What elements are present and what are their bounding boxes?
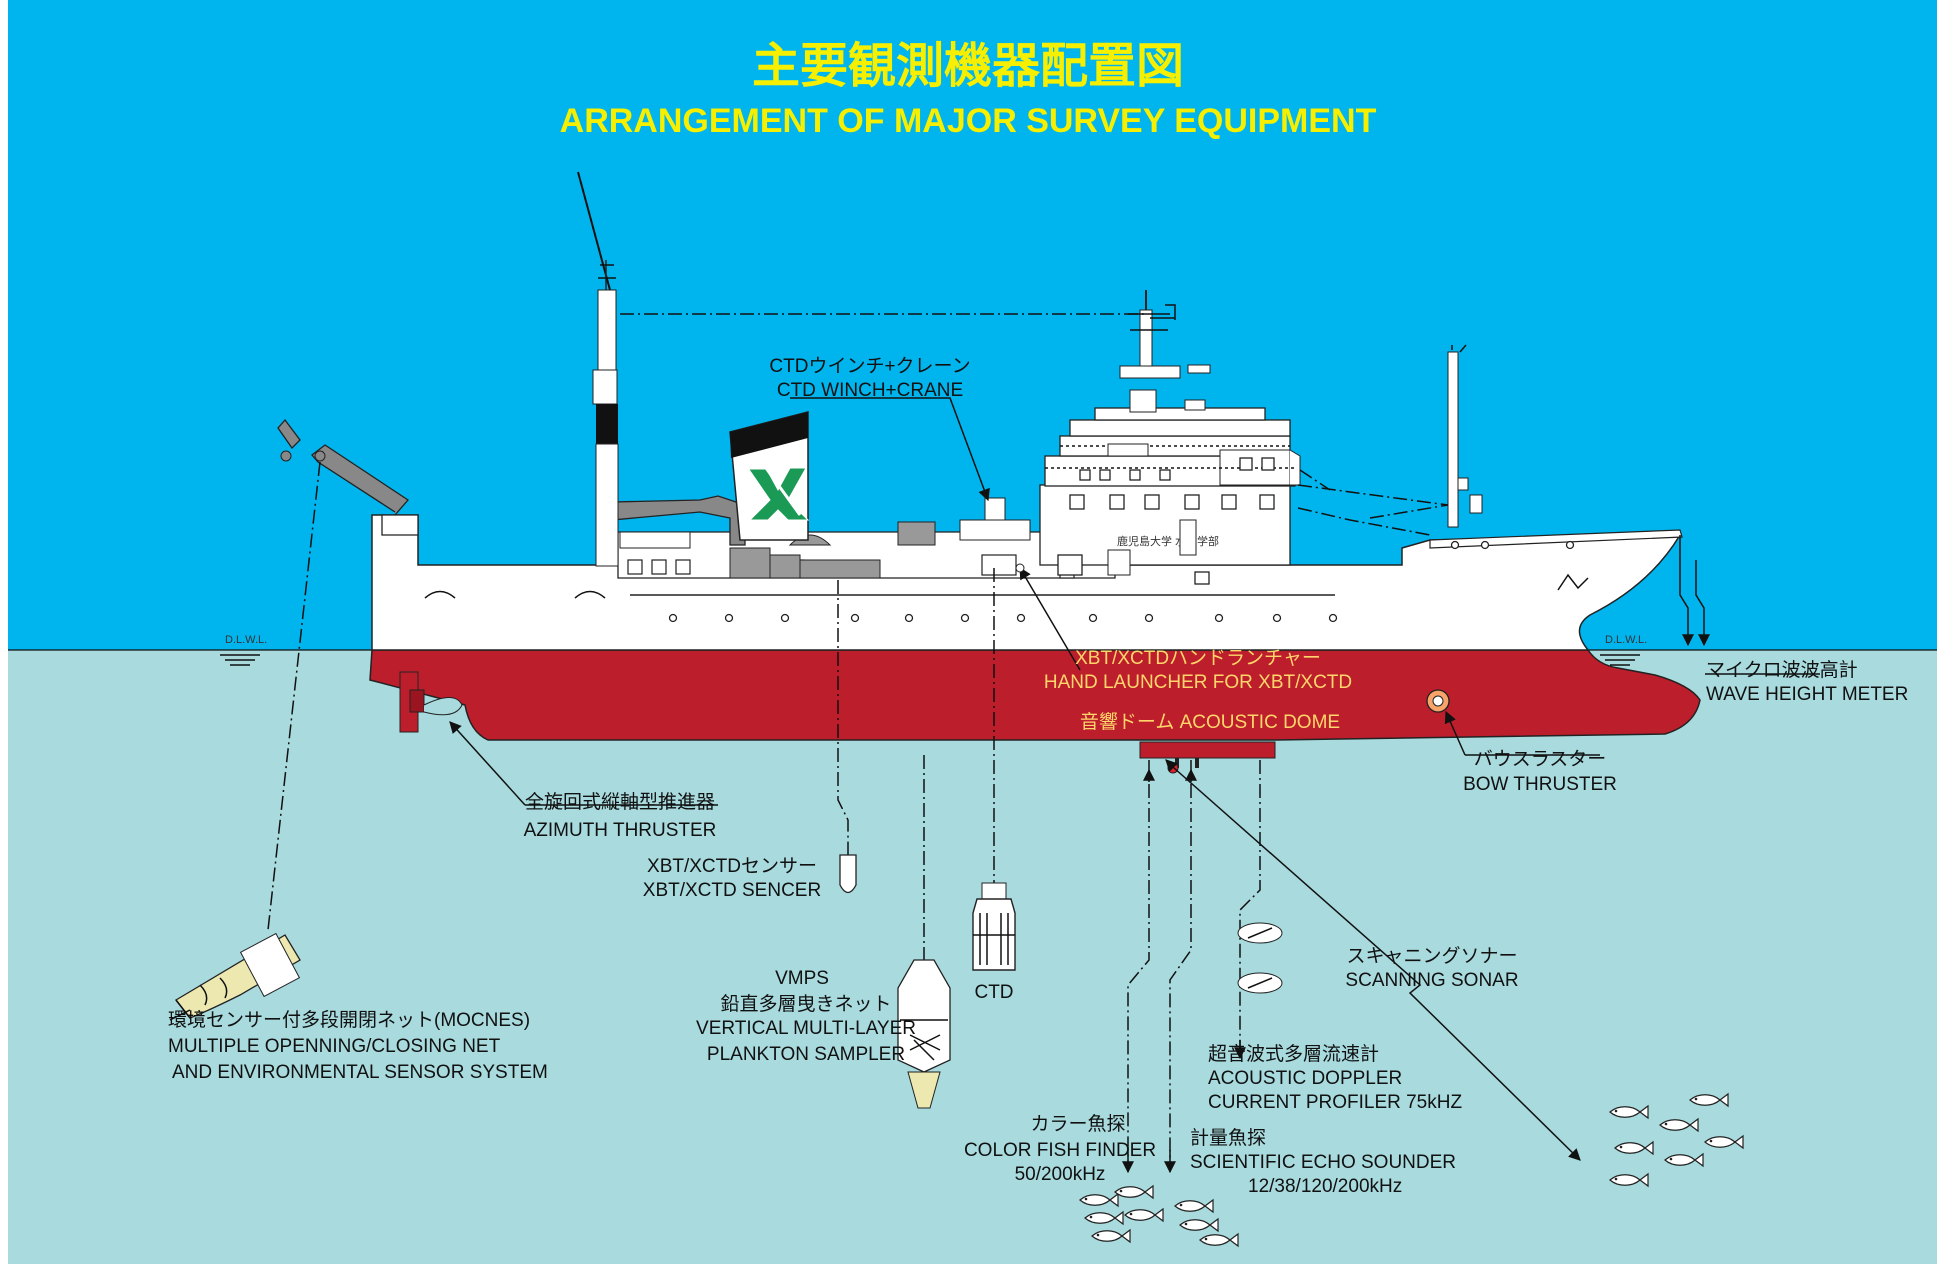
aft-mast — [577, 171, 619, 567]
svg-text:AZIMUTH THRUSTER: AZIMUTH THRUSTER — [524, 820, 717, 841]
acoustic-dome — [1139, 741, 1276, 759]
dlwl-stern: D.L.W.L. — [220, 634, 267, 666]
svg-text:計量魚探: 計量魚探 — [1190, 1127, 1266, 1149]
xbt-line — [837, 580, 849, 855]
color-ff-beam — [1127, 760, 1150, 1165]
svg-text:超音波式多層流速計: 超音波式多層流速計 — [1208, 1043, 1379, 1065]
svg-text:WAVE HEIGHT METER: WAVE HEIGHT METER — [1706, 684, 1908, 705]
vmps-net — [897, 959, 951, 1109]
svg-text:AND ENVIRONMENTAL SENSOR SYSTE: AND ENVIRONMENTAL SENSOR SYSTEM — [172, 1062, 548, 1083]
rail-1 — [619, 531, 691, 549]
stern-crane-arm — [311, 444, 409, 516]
svg-text:SCANNING SONAR: SCANNING SONAR — [1345, 970, 1518, 991]
label-vmps: VMPS 鉛直多層曳きネット VERTICAL MULTI-LAYER PLAN… — [696, 968, 916, 1065]
svg-text:SCIENTIFIC ECHO SOUNDER: SCIENTIFIC ECHO SOUNDER — [1190, 1152, 1456, 1173]
white-margin-left — [0, 0, 8, 1272]
mocnes-leader — [169, 1009, 191, 1021]
xbt-sensor — [839, 854, 857, 894]
label-color-ff: カラー魚探 COLOR FISH FINDER 50/200kHz — [964, 1113, 1156, 1185]
funnel-top — [730, 412, 808, 458]
ship: 鹿児島大学 水産学部 — [277, 171, 1701, 774]
azimuth-leader — [450, 722, 718, 806]
mocnes-tow-line — [267, 461, 321, 931]
wave-meter-beam — [1679, 535, 1694, 647]
svg-text:50/200kHz: 50/200kHz — [1015, 1164, 1106, 1185]
ctd-crane — [611, 495, 746, 546]
mocnes-net — [175, 932, 301, 1019]
svg-text:カラー魚探: カラー魚探 — [1030, 1113, 1125, 1135]
svg-text:CTD WINCH+CRANE: CTD WINCH+CRANE — [777, 380, 963, 401]
label-bow-thruster: バウスラスター BOW THRUSTER — [1463, 748, 1617, 795]
winch-box — [897, 521, 936, 546]
label-mocnes: 環境センサー付多段開閉ネット(MOCNES) MULTIPLE OPENNING… — [168, 1009, 548, 1083]
forecastle — [1429, 529, 1683, 549]
label-xbt-sensor: XBT/XCTDセンサー XBT/XCTD SENCER — [643, 856, 821, 901]
svg-text:D.L.W.L.: D.L.W.L. — [225, 634, 267, 646]
label-acoustic-dome: 音響ドーム ACOUSTIC DOME — [1080, 711, 1340, 733]
sonar-beam — [1173, 767, 1581, 1161]
label-echo: 計量魚探 SCIENTIFIC ECHO SOUNDER 12/38/120/2… — [1190, 1127, 1456, 1197]
svg-text:CTDウインチ+クレーン: CTDウインチ+クレーン — [769, 355, 970, 377]
label-sonar: スキャニングソナー SCANNING SONAR — [1345, 945, 1518, 991]
xbt-launcher-leader — [1019, 566, 1081, 671]
svg-text:スキャニングソナー: スキャニングソナー — [1346, 945, 1517, 967]
ctd-winch-leader — [790, 397, 990, 502]
gray-box-3 — [799, 559, 881, 579]
echo-beam — [1169, 760, 1192, 1168]
bow-thruster — [1426, 689, 1450, 713]
svg-text:HAND LAUNCHER FOR XBT/XCTD: HAND LAUNCHER FOR XBT/XCTD — [1044, 672, 1352, 693]
svg-text:VERTICAL MULTI-LAYER: VERTICAL MULTI-LAYER — [696, 1018, 916, 1039]
label-ctd-winch: CTDウインチ+クレーン CTD WINCH+CRANE — [769, 355, 970, 401]
svg-text:マイクロ波波高計: マイクロ波波高計 — [1706, 659, 1858, 681]
anchor-mark — [1557, 573, 1589, 591]
svg-text:MULTIPLE OPENNING/CLOSING NET: MULTIPLE OPENNING/CLOSING NET — [168, 1036, 501, 1057]
svg-text:BOW THRUSTER: BOW THRUSTER — [1463, 774, 1617, 795]
svg-text:XBT/XCTD SENCER: XBT/XCTD SENCER — [643, 880, 821, 901]
adcp-ellipses — [1237, 922, 1283, 994]
stern-fairlead — [424, 590, 606, 599]
title-en: ARRANGEMENT OF MAJOR SURVEY EQUIPMENT — [560, 102, 1377, 140]
portholes — [668, 540, 1575, 623]
svg-text:COLOR FISH FINDER: COLOR FISH FINDER — [964, 1140, 1156, 1161]
bridge: 鹿児島大学 水産学部 — [1039, 407, 1301, 585]
svg-text:XBT/XCTDハンドランチャー: XBT/XCTDハンドランチャー — [1075, 648, 1321, 669]
svg-text:ACOUSTIC DOPPLER: ACOUSTIC DOPPLER — [1208, 1068, 1402, 1089]
ship-name: 鹿児島大学 水産学部 — [1117, 534, 1219, 548]
white-margin-bottom — [0, 1264, 1937, 1272]
title-jp: 主要観測機器配置図 — [752, 40, 1184, 93]
svg-text:CURRENT PROFILER 75kHZ: CURRENT PROFILER 75kHZ — [1208, 1092, 1462, 1113]
dlwl-bow: D.L.W.L. — [1600, 634, 1647, 666]
label-adcp: 超音波式多層流速計 ACOUSTIC DOPPLER CURRENT PROFI… — [1208, 1043, 1462, 1113]
svg-text:全旋回式縦軸型推進器: 全旋回式縦軸型推進器 — [525, 791, 715, 813]
ctd-frame — [972, 882, 1016, 971]
svg-text:環境センサー付多段開閉ネット(MOCNES): 環境センサー付多段開閉ネット(MOCNES) — [168, 1009, 530, 1031]
svg-text:バウスラスター: バウスラスター — [1474, 748, 1607, 770]
svg-text:鉛直多層曳きネット: 鉛直多層曳きネット — [720, 993, 891, 1015]
sea — [0, 650, 1937, 1272]
hull-red — [369, 649, 1701, 741]
label-wave-meter: マイクロ波波高計 WAVE HEIGHT METER — [1706, 659, 1908, 705]
fore-mast — [1447, 344, 1483, 528]
bridge-mast — [1119, 290, 1211, 413]
label-azimuth: 全旋回式縦軸型推進器 AZIMUTH THRUSTER — [524, 791, 717, 841]
svg-text:D.L.W.L.: D.L.W.L. — [1605, 634, 1647, 646]
stern-crane-post — [381, 514, 419, 536]
rail-2 — [959, 519, 1031, 541]
rigging — [620, 313, 1449, 536]
gray-box-1 — [729, 547, 771, 579]
gray-box-2 — [769, 554, 801, 579]
svg-text:VMPS: VMPS — [775, 968, 829, 989]
svg-text:12/38/120/200kHz: 12/38/120/200kHz — [1248, 1176, 1402, 1197]
svg-text:XBT/XCTDセンサー: XBT/XCTDセンサー — [647, 856, 817, 877]
bow-leader — [1446, 712, 1600, 756]
stern-crane-hook — [277, 418, 301, 450]
label-ctd: CTD — [974, 982, 1013, 1003]
svg-text:PLANKTON SAMPLER: PLANKTON SAMPLER — [707, 1044, 905, 1065]
adcp-beam — [1239, 760, 1261, 1055]
label-xbt-launcher: XBT/XCTDハンドランチャー HAND LAUNCHER FOR XBT/X… — [1044, 648, 1352, 693]
